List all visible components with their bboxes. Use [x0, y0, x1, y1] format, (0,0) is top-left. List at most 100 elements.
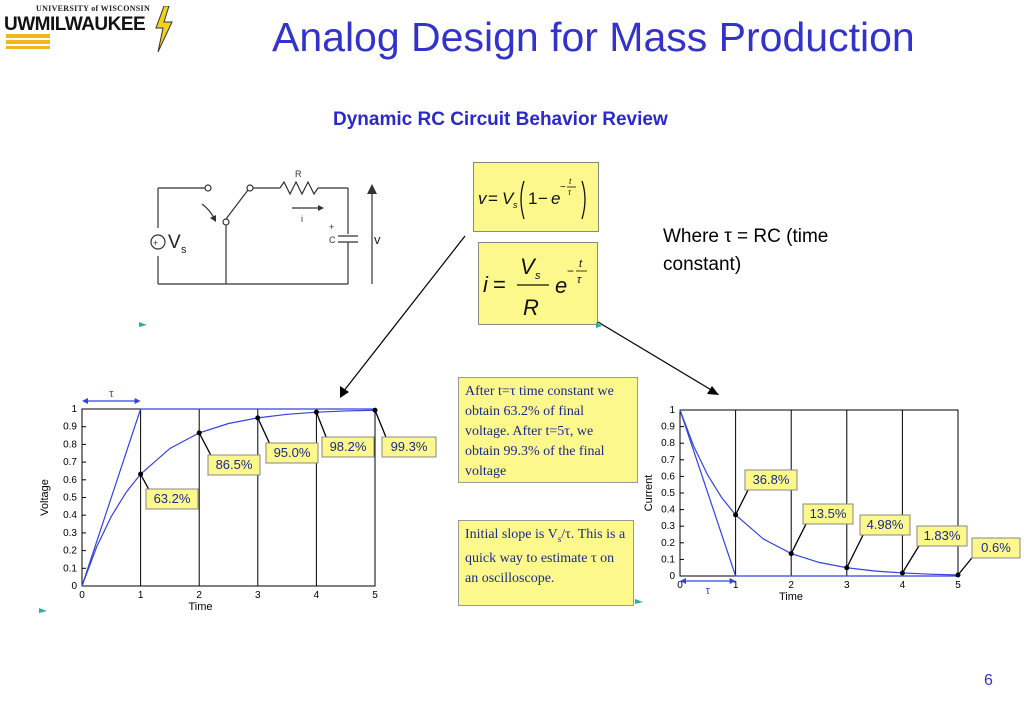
y-tick-label: 0.1 [63, 563, 77, 574]
y-tick-label: 0.9 [63, 422, 77, 433]
svg-text:V: V [520, 254, 537, 279]
x-tick-label: 1 [733, 580, 739, 591]
y-tick-label: 0.1 [661, 554, 675, 565]
marker-icon [39, 608, 47, 613]
current-label: i [301, 214, 303, 224]
callout-box [802, 503, 854, 525]
y-tick-label: 0.3 [63, 528, 77, 539]
tau-arrowhead [729, 578, 736, 584]
time-constant-note: After t=τ time constant we obtain 63.2% … [458, 377, 638, 483]
y-tick-label: 0.9 [661, 422, 675, 433]
tau-arrowhead [680, 578, 686, 584]
callout-label: 86.5% [216, 457, 253, 472]
svg-text:i: i [483, 272, 489, 297]
uwm-logo: UNIVERSITY of WISCONSIN UWMILWAUKEE [4, 4, 174, 56]
x-tick-label: 2 [196, 590, 202, 601]
logo-stripes-icon [6, 34, 50, 49]
slope-note-subscript: s [557, 533, 562, 544]
logo-university-text: UNIVERSITY of WISCONSIN [36, 4, 151, 13]
callout-label: 0.6% [981, 540, 1011, 555]
marker-icon [596, 322, 602, 328]
callout-box [916, 525, 968, 547]
marker-icon [635, 599, 643, 604]
x-tick-label: 4 [314, 590, 320, 601]
callout-arrowhead [196, 430, 202, 436]
cap-label: C [329, 235, 336, 245]
y-axis-label: Voltage [39, 479, 51, 516]
y-tick-label: 0 [669, 571, 675, 582]
svg-text:t: t [569, 177, 572, 186]
cap-plus-label: + [329, 222, 334, 232]
svg-text:e: e [551, 189, 560, 208]
y-axis-label: Current [643, 475, 655, 512]
y-tick-label: 0.3 [661, 521, 675, 532]
svg-text:+: + [153, 238, 158, 248]
rc-circuit-diagram: + V s R i + C v [150, 169, 381, 285]
callout-box [381, 436, 437, 458]
svg-text:v: v [478, 189, 488, 208]
x-axis-label: Time [779, 591, 803, 603]
callout-box [265, 442, 319, 464]
slope-note-text-1: Initial slope is V [465, 527, 558, 542]
callout-label: 63.2% [154, 491, 191, 506]
y-tick-label: 0.6 [63, 475, 77, 486]
svg-text:1: 1 [528, 189, 537, 208]
time-constant-definition: Where τ = RC (time constant) [663, 226, 829, 275]
source-subscript: s [181, 244, 187, 256]
callout-arrowhead [955, 572, 961, 578]
y-tick-label: 0.5 [63, 493, 77, 504]
callout-arrowhead [255, 415, 261, 421]
y-tick-label: 0.5 [661, 488, 675, 499]
callout-arrowhead [844, 565, 850, 571]
svg-text:τ: τ [577, 274, 582, 286]
svg-text:s: s [513, 200, 518, 210]
callout-arrowhead [899, 570, 905, 576]
callout-label: 13.5% [810, 506, 847, 521]
callout-label: 1.83% [924, 528, 961, 543]
initial-slope-note: Initial slope is Vs/τ. This is a quick w… [458, 520, 634, 606]
svg-text:−: − [538, 189, 548, 208]
y-tick-label: 0.8 [661, 438, 675, 449]
svg-text:V: V [502, 189, 515, 208]
x-tick-label: 2 [788, 580, 794, 591]
x-tick-label: 5 [955, 580, 961, 591]
current-formula: i = V s R e − t τ [483, 254, 587, 320]
svg-text:s: s [535, 270, 541, 282]
callout-label: 4.98% [867, 517, 904, 532]
callout-box [145, 488, 199, 510]
current-formula-box: i = V s R e − t τ [478, 242, 598, 325]
callout-arrowhead [372, 407, 378, 413]
tau-arrowhead [134, 398, 141, 404]
tau-label: τ [109, 388, 114, 400]
slide-subtitle: Dynamic RC Circuit Behavior Review [333, 109, 668, 130]
y-tick-label: 1 [71, 404, 77, 415]
svg-text:−: − [567, 264, 574, 278]
y-tick-label: 0 [71, 581, 77, 592]
x-tick-label: 0 [79, 590, 85, 601]
callout-box [207, 454, 261, 476]
x-axis-label: Time [189, 601, 213, 610]
y-tick-label: 0.2 [63, 546, 77, 557]
x-tick-label: 3 [255, 590, 261, 601]
callout-label: 95.0% [274, 445, 311, 460]
callout-label: 99.3% [391, 439, 428, 454]
voltage-label: v [374, 232, 381, 247]
voltage-formula: v = V s 1 − e − t τ [478, 177, 586, 220]
callout-box [971, 537, 1021, 559]
svg-text:−: − [560, 182, 566, 193]
callout-box [859, 514, 911, 536]
svg-text:τ: τ [568, 188, 572, 197]
y-tick-label: 1 [669, 405, 675, 416]
x-tick-label: 5 [372, 590, 378, 601]
source-label: V [168, 232, 181, 253]
tau-arrowhead [82, 398, 88, 404]
y-tick-label: 0.7 [63, 457, 77, 468]
page-number: 6 [984, 672, 993, 689]
y-tick-label: 0.8 [63, 439, 77, 450]
slope-note-text-2: /τ. This is a quick way to estimate τ on… [465, 527, 626, 586]
y-tick-label: 0.7 [661, 455, 675, 466]
callout-arrowhead [138, 471, 144, 477]
lightning-bolt-icon [155, 6, 173, 52]
slide-title: Analog Design for Mass Production [272, 14, 915, 60]
